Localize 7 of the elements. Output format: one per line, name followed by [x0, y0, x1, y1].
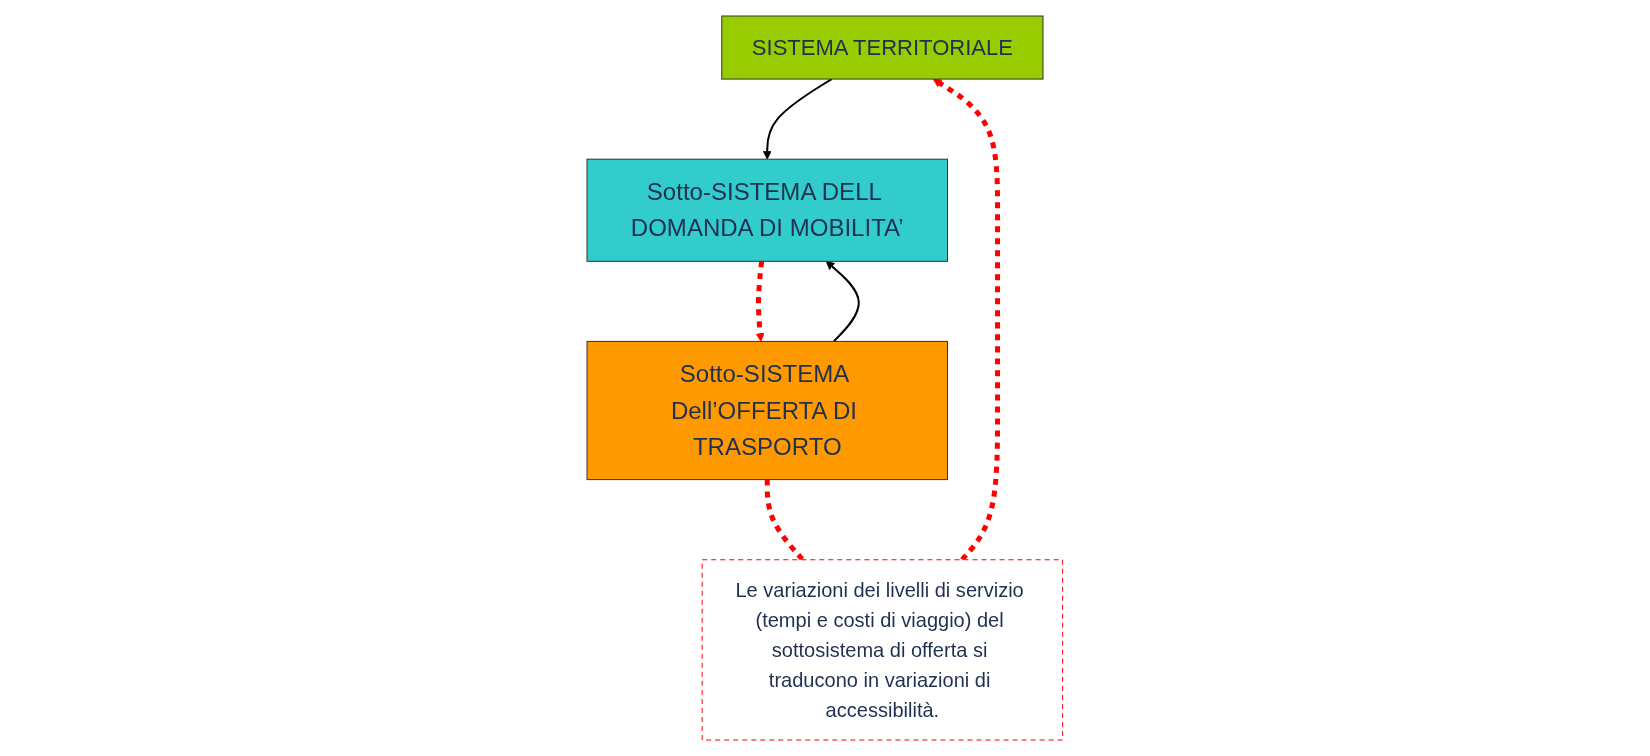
node-box: Sotto-SISTEMA Dell’OFFERTA DI TRASPORTO: [586, 340, 949, 481]
arrow: [763, 78, 833, 160]
node-box: Le variazioni dei livelli di servizio (tempi e costi di viaggio) del sottosistema di offerta si traducono in variazioni di accessibilità.: [701, 559, 1064, 741]
node-box: SISTEMA TERRITORIALE: [721, 15, 1044, 80]
node-box: Sotto-SISTEMA DELL DOMANDA DI MOBILITA’: [586, 158, 949, 262]
arrow: [825, 260, 860, 343]
arrow: [755, 261, 765, 342]
